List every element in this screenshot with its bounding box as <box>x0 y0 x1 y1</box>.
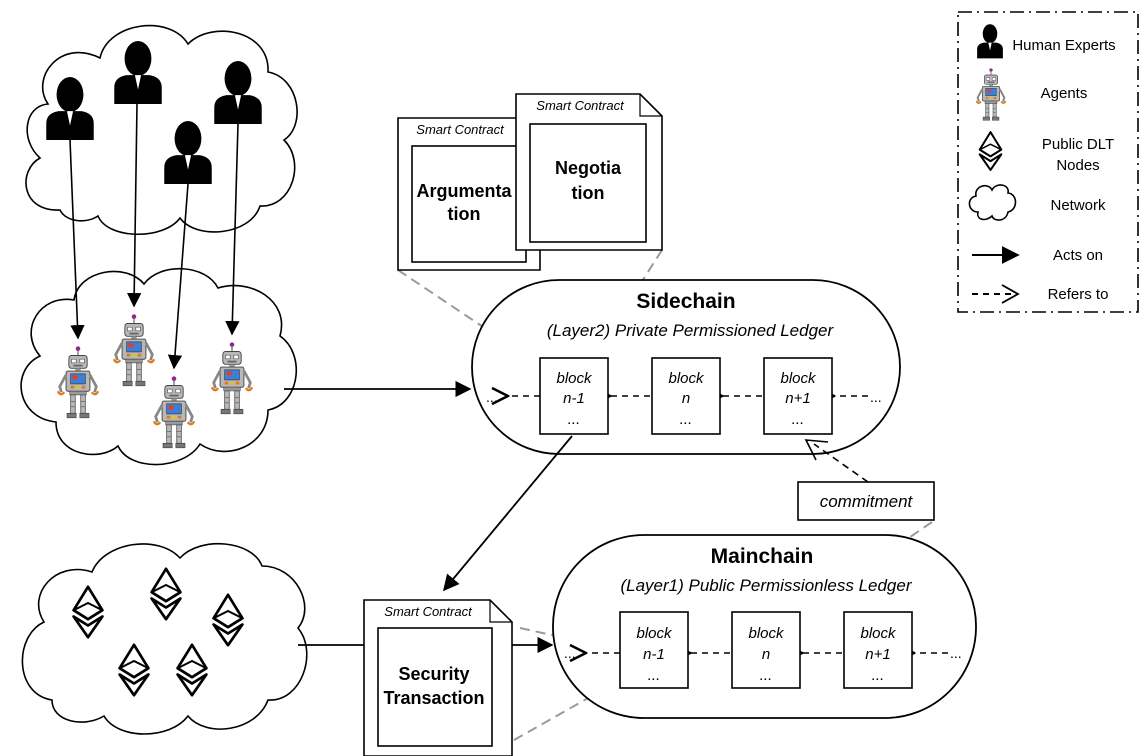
legend-label-agents: Agents <box>1041 85 1088 102</box>
commitment-reference <box>804 439 869 483</box>
contract-inner-box <box>529 123 647 243</box>
mainchain: Mainchain (Layer1) Public Permissionless… <box>552 534 977 719</box>
sidechain-block[interactable]: block n+1 ... <box>763 357 833 435</box>
block-word: block <box>780 370 817 387</box>
legend-label-network: Network <box>1050 197 1106 214</box>
sidechain-title: Sidechain <box>636 290 735 313</box>
contract-inner-box <box>377 627 493 747</box>
block-word: block <box>556 370 593 387</box>
sidechain-ellipsis-right: ... <box>870 389 882 405</box>
contract-title-line2: tion <box>572 183 605 203</box>
contract-title-line1: Negotia <box>555 158 622 178</box>
sidechain: Sidechain (Layer2) Private Permissioned … <box>471 279 901 455</box>
contract-header: Smart Contract <box>384 604 473 619</box>
block-more: ... <box>872 667 885 684</box>
mainchain-ellipsis-right: ... <box>950 645 962 661</box>
mainchain-subtitle: (Layer1) Public Permissionless Ledger <box>620 576 912 595</box>
contract-title-line2: Transaction <box>383 688 484 708</box>
contract-title-line1: Security <box>398 664 469 684</box>
block-more: ... <box>568 411 581 428</box>
contract-inner-box <box>411 145 527 263</box>
block-more: ... <box>648 667 661 684</box>
mainchain-title: Mainchain <box>711 545 814 568</box>
block-index: n+1 <box>785 390 810 407</box>
commitment-box[interactable]: commitment <box>797 481 935 521</box>
mainchain-ellipsis-left: ... <box>564 645 576 661</box>
smart-contract-security-transaction[interactable]: Smart Contract Security Transaction <box>363 599 513 756</box>
block-index: n <box>682 390 690 407</box>
smart-contract-negotiation[interactable]: Smart Contract Negotia tion <box>515 93 663 251</box>
smart-contract-argumentation[interactable]: Smart Contract Argumenta tion <box>397 117 541 271</box>
cloud-agents <box>20 267 297 466</box>
block-index: n+1 <box>865 646 890 663</box>
block-more: ... <box>680 411 693 428</box>
commitment-label: commitment <box>820 492 914 511</box>
legend-label-dlt-line2: Nodes <box>1056 157 1099 174</box>
mainchain-block[interactable]: block n+1 ... <box>843 611 913 689</box>
sidechain-block[interactable]: block n ... <box>651 357 721 435</box>
block-index: n-1 <box>643 646 665 663</box>
block-word: block <box>748 625 785 642</box>
legend-label-dlt-line1: Public DLT <box>1042 136 1114 153</box>
human-to-agent-arrows <box>69 103 240 370</box>
contract-title-line1: Argumenta <box>416 181 512 201</box>
block-index: n <box>762 646 770 663</box>
block-word: block <box>860 625 897 642</box>
sidechain-block[interactable]: block n-1 ... <box>539 357 609 435</box>
contract-title-line2: tion <box>448 204 481 224</box>
legend-label-human-experts: Human Experts <box>1012 37 1115 54</box>
contract-header: Smart Contract <box>536 98 625 113</box>
block-more: ... <box>792 411 805 428</box>
legend: Human Experts Agents Public DLT Nodes Ne… <box>957 11 1139 313</box>
cloud-dlt-nodes <box>21 542 308 735</box>
block-word: block <box>636 625 673 642</box>
contract-header: Smart Contract <box>416 122 505 137</box>
sidechain-subtitle: (Layer2) Private Permissioned Ledger <box>547 321 835 340</box>
cloud-network-icon <box>968 184 1017 221</box>
legend-label-acts-on: Acts on <box>1053 247 1103 264</box>
block-more: ... <box>760 667 773 684</box>
block-word: block <box>668 370 705 387</box>
block-index: n-1 <box>563 390 585 407</box>
sidechain-to-security-arrow <box>442 435 573 592</box>
dashed-arrow-icon <box>972 284 1020 304</box>
sidechain-ellipsis-left: ... <box>486 389 498 405</box>
mainchain-block[interactable]: block n ... <box>731 611 801 689</box>
mainchain-block[interactable]: block n-1 ... <box>619 611 689 689</box>
legend-label-refers-to: Refers to <box>1048 286 1109 303</box>
